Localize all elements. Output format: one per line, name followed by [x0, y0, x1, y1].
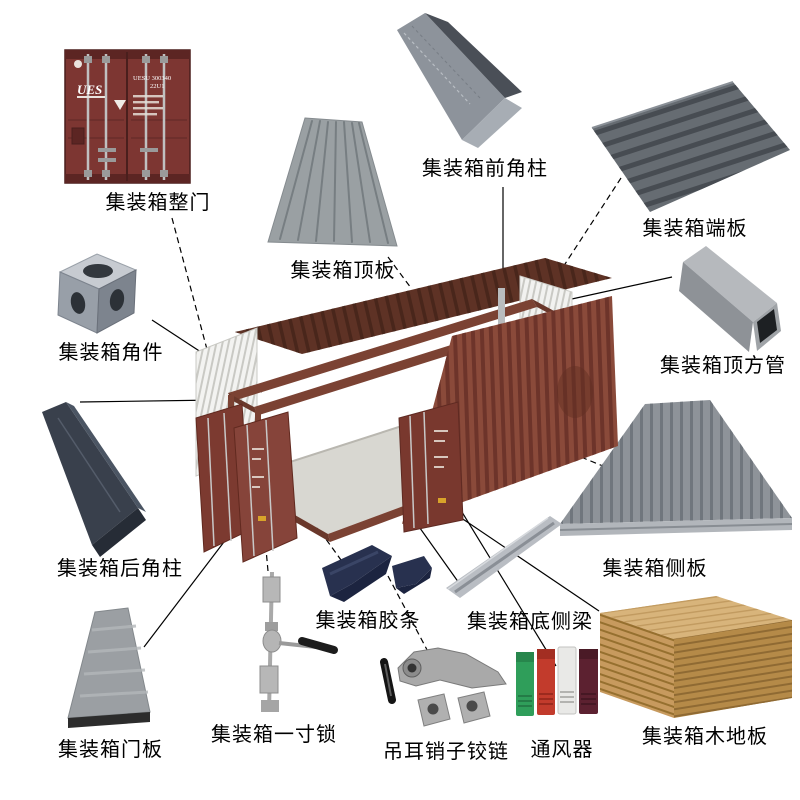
- label-hinge: 吊耳销子铰链: [383, 741, 509, 763]
- lock-handle-grip: [298, 637, 338, 654]
- label-ventilator: 通风器: [530, 739, 594, 761]
- front-corner-post-photo: [397, 13, 522, 148]
- door-type-text: 22U1: [150, 83, 164, 90]
- label-top-panel: 集装箱顶板: [290, 260, 396, 282]
- label-end-panel: 集装箱端板: [642, 218, 748, 240]
- label-bottom-side-beam: 集装箱底侧梁: [467, 611, 593, 633]
- hinge-photo: [380, 647, 507, 727]
- container-door-right: [398, 401, 464, 533]
- label-one-inch-lock: 集装箱一寸锁: [211, 724, 337, 746]
- exploded-container: [195, 258, 618, 563]
- top-square-tube-photo: [679, 246, 781, 352]
- door-panel-photo: [67, 607, 151, 728]
- wooden-floor-photo: [600, 596, 792, 718]
- top-panel-photo: [267, 117, 398, 247]
- door-brand-text: UES: [77, 82, 102, 97]
- leader-rear-corner-post: [79, 399, 219, 403]
- one-inch-lock-photo: [259, 571, 338, 713]
- label-door-panel: 集装箱门板: [58, 739, 163, 761]
- corner-fitting-side-hole: [109, 289, 125, 311]
- end-panel-photo: [591, 81, 790, 212]
- label-top-square-tube: 集装箱顶方管: [660, 355, 786, 377]
- label-wooden-floor: 集装箱木地板: [642, 726, 768, 748]
- vent-green: [516, 652, 534, 716]
- corner-fitting-front-hole: [70, 292, 86, 314]
- door-logo-circle: [74, 60, 82, 68]
- lock-cam: [262, 629, 282, 653]
- side-panel-photo: [559, 400, 793, 536]
- tube-opening: [757, 309, 777, 343]
- leader-top-panel: [387, 256, 412, 289]
- corner-fitting-top-hole: [83, 264, 113, 278]
- vent-white: [557, 646, 577, 715]
- leader-hinge: [387, 575, 435, 664]
- rear-corner-post-photo: [42, 402, 146, 557]
- hinge-arm: [397, 647, 507, 689]
- vent-red: [537, 649, 555, 715]
- container-top-rail-rear: [228, 299, 537, 401]
- ventilator-photo: [516, 646, 598, 716]
- label-rubber-strip: 集装箱胶条: [315, 610, 421, 632]
- label-corner-fitting: 集装箱角件: [58, 342, 164, 364]
- door-number-text: UESU 300340: [133, 75, 171, 82]
- vent-maroon: [579, 649, 598, 714]
- corner-fitting-photo: [57, 253, 138, 334]
- rubber-strip-photo: [322, 545, 432, 602]
- label-front-corner-post: 集装箱前角柱: [422, 158, 548, 180]
- bottom-side-beam-photo: [446, 516, 562, 598]
- label-whole-door: 集装箱整门: [105, 192, 211, 214]
- label-side-panel: 集装箱侧板: [602, 558, 708, 580]
- whole-door-photo: UES UESU 300340 22U1: [64, 49, 191, 184]
- door-triangle-mark: [114, 100, 126, 110]
- label-rear-corner-post: 集装箱后角柱: [57, 558, 183, 580]
- container-doors-detached: [195, 403, 298, 563]
